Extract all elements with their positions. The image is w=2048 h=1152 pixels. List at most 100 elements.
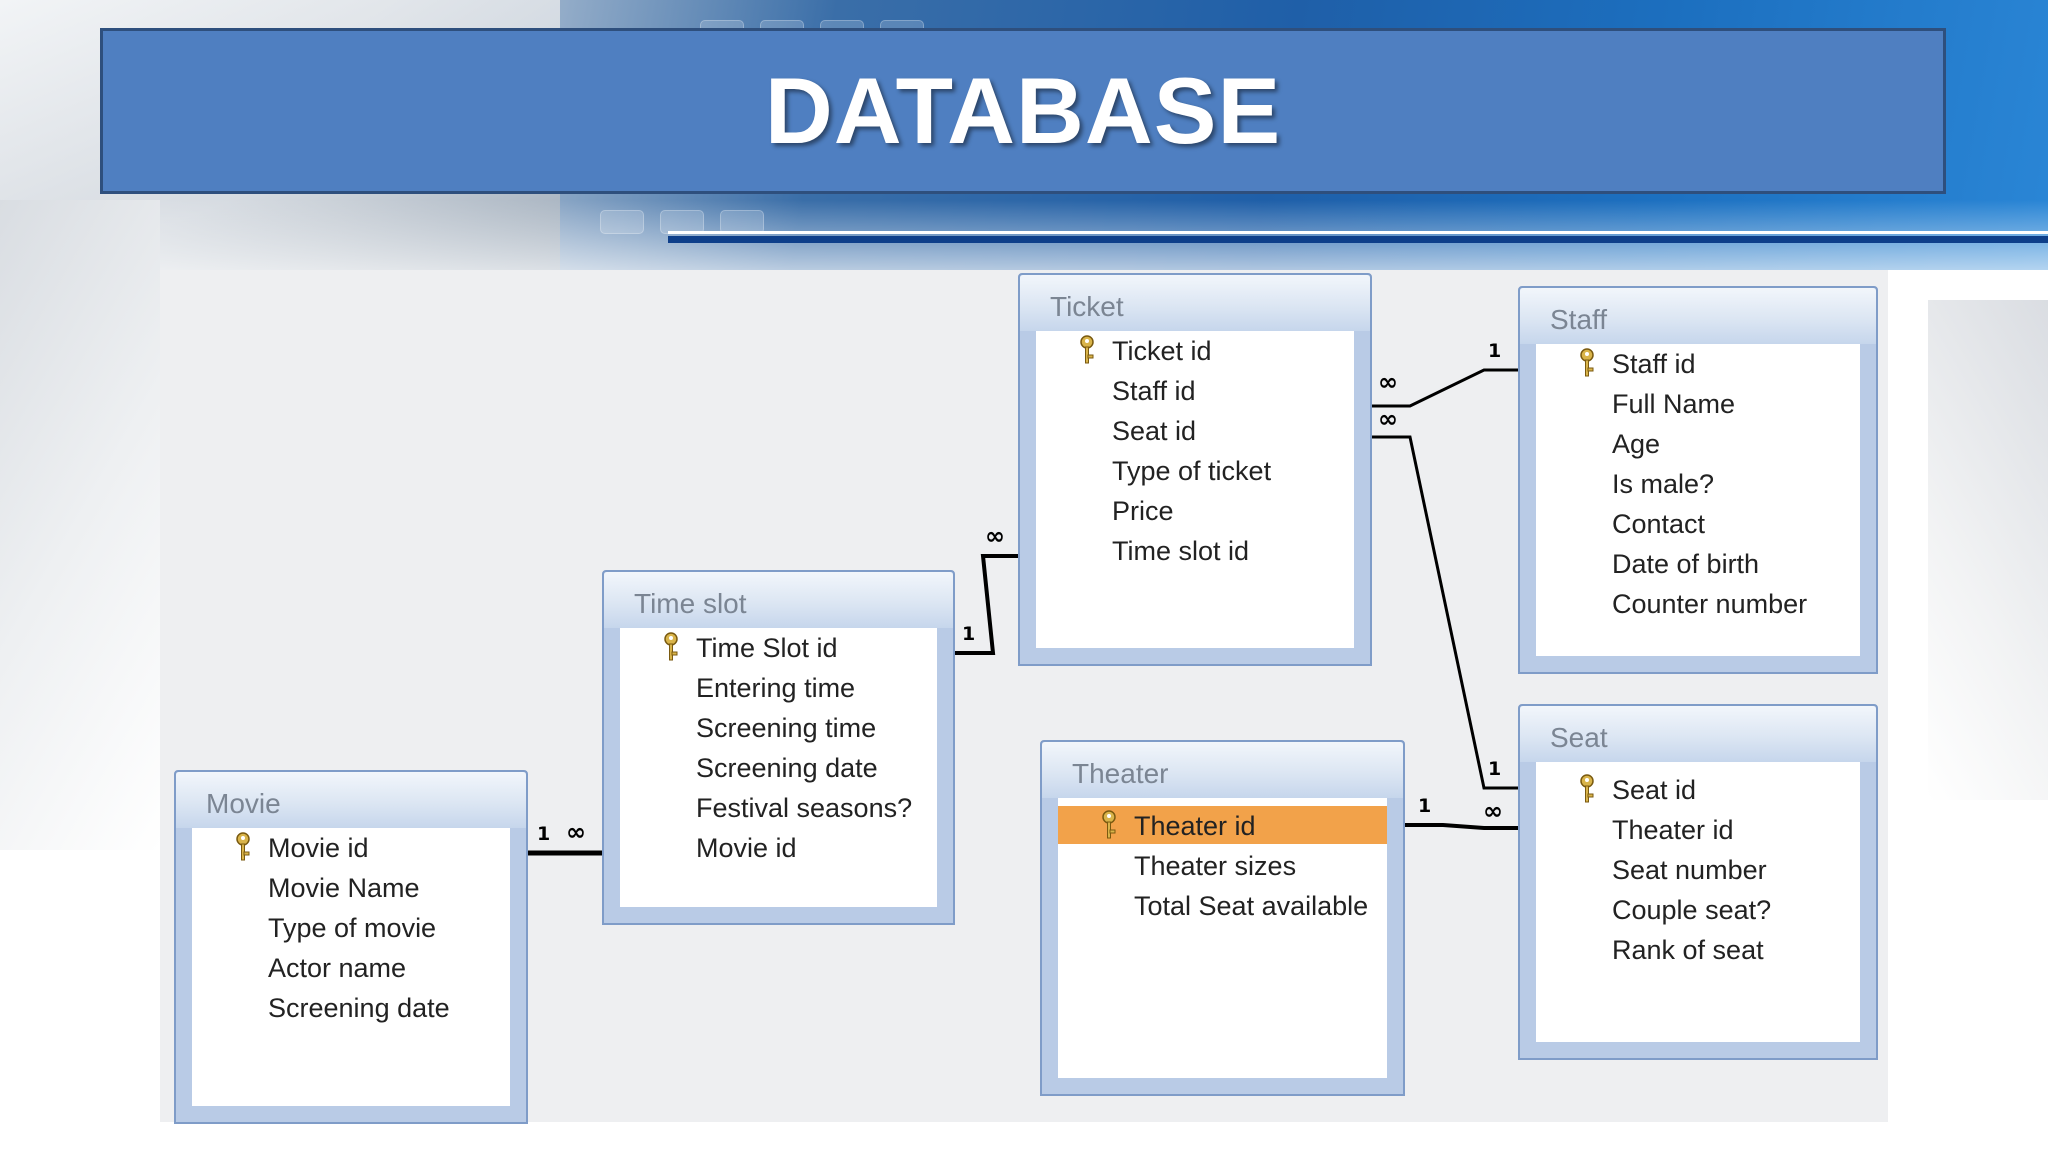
accent-line-highlight xyxy=(668,231,2048,234)
field-row[interactable]: Screening date xyxy=(620,748,937,786)
field-name: Time slot id xyxy=(1112,536,1250,566)
field-name: Movie id xyxy=(696,833,797,863)
field-row[interactable]: Screening date xyxy=(192,988,510,1026)
field-name: Is male? xyxy=(1612,469,1715,499)
field-name: Staff id xyxy=(1112,376,1196,406)
primary-key-icon xyxy=(236,832,250,861)
primary-key-icon xyxy=(1580,348,1594,377)
field-row[interactable]: Full Name xyxy=(1536,384,1860,422)
field-row[interactable]: Theater id xyxy=(1536,810,1860,848)
field-row[interactable]: Movie id xyxy=(192,828,510,866)
field-row[interactable]: Date of birth xyxy=(1536,544,1860,582)
field-name: Movie Name xyxy=(268,873,420,903)
field-name: Movie id xyxy=(268,833,369,863)
table-header[interactable]: Time slot xyxy=(604,572,953,628)
field-name: Contact xyxy=(1612,509,1706,539)
field-name: Seat id xyxy=(1612,775,1697,805)
field-row[interactable]: Type of ticket xyxy=(1036,451,1354,489)
field-row[interactable]: Type of movie xyxy=(192,908,510,946)
cardinality-one-label: 1 xyxy=(962,623,976,645)
field-row[interactable]: Seat id xyxy=(1036,411,1354,449)
field-list[interactable]: Ticket id Staff id Seat id Type of ticke… xyxy=(1036,331,1354,648)
field-list[interactable]: Theater id Theater sizes Total Seat avai… xyxy=(1058,798,1387,1078)
field-row[interactable]: Staff id xyxy=(1036,371,1354,409)
background-left-edge xyxy=(0,200,160,850)
table-header[interactable]: Staff xyxy=(1520,288,1876,344)
field-row[interactable]: Age xyxy=(1536,424,1860,462)
cardinality-one-label: 1 xyxy=(1488,340,1502,362)
accent-line xyxy=(668,236,2048,243)
table-ticket[interactable]: Ticket Ticket id Staff id Seat id Type o… xyxy=(1018,273,1372,666)
cardinality-many-label: ∞ xyxy=(985,522,1005,550)
field-name: Couple seat? xyxy=(1612,895,1772,925)
field-row[interactable]: Time Slot id xyxy=(620,628,937,666)
field-name: Date of birth xyxy=(1612,549,1760,579)
field-list[interactable]: Time Slot id Entering time Screening tim… xyxy=(620,628,937,907)
field-row-selected[interactable]: Theater id xyxy=(1058,806,1387,844)
table-title: Theater xyxy=(1072,758,1169,789)
field-row[interactable]: Movie Name xyxy=(192,868,510,906)
field-row[interactable]: Staff id xyxy=(1536,344,1860,382)
background-right-edge xyxy=(1928,300,2048,800)
field-name: Total Seat available xyxy=(1134,891,1369,921)
table-header[interactable]: Seat xyxy=(1520,706,1876,762)
field-name: Ticket id xyxy=(1112,336,1212,366)
table-staff[interactable]: Staff Staff id Full Name Age Is male? Co… xyxy=(1518,286,1878,674)
table-time-slot[interactable]: Time slot Time Slot id Entering time Scr… xyxy=(602,570,955,925)
field-row[interactable]: Time slot id xyxy=(1036,531,1354,569)
field-row[interactable]: Actor name xyxy=(192,948,510,986)
field-name: Type of ticket xyxy=(1112,456,1272,486)
primary-key-icon xyxy=(1102,810,1116,839)
field-list[interactable]: Staff id Full Name Age Is male? Contact … xyxy=(1536,344,1860,656)
field-list[interactable]: Seat id Theater id Seat number Couple se… xyxy=(1536,762,1860,1042)
primary-key-icon xyxy=(1580,774,1594,803)
table-title: Seat xyxy=(1550,722,1608,753)
cardinality-many-label: ∞ xyxy=(566,818,586,846)
field-name: Type of movie xyxy=(268,913,437,943)
field-row[interactable]: Rank of seat xyxy=(1536,930,1860,968)
field-name: Time Slot id xyxy=(696,633,838,663)
field-row[interactable]: Total Seat available xyxy=(1058,886,1387,924)
field-name: Staff id xyxy=(1612,349,1696,379)
field-row[interactable]: Screening time xyxy=(620,708,937,746)
field-list[interactable]: Movie id Movie Name Type of movie Actor … xyxy=(192,828,510,1106)
field-row[interactable]: Movie id xyxy=(620,828,937,866)
table-title: Ticket xyxy=(1050,291,1124,322)
field-row[interactable]: Festival seasons? xyxy=(620,788,937,826)
field-row[interactable]: Price xyxy=(1036,491,1354,529)
field-name: Entering time xyxy=(696,673,856,703)
field-row[interactable]: Couple seat? xyxy=(1536,890,1860,928)
field-name: Full Name xyxy=(1612,389,1736,419)
cardinality-many-label: ∞ xyxy=(1378,405,1398,433)
field-name: Festival seasons? xyxy=(696,793,913,823)
page-title: DATABASE xyxy=(764,58,1282,163)
field-name: Actor name xyxy=(268,953,407,983)
table-header[interactable]: Ticket xyxy=(1020,275,1370,331)
field-row[interactable]: Seat id xyxy=(1536,770,1860,808)
table-theater[interactable]: Theater Theater id Theater sizes Total S… xyxy=(1040,740,1405,1096)
table-header[interactable]: Movie xyxy=(176,772,526,828)
field-name: Seat id xyxy=(1112,416,1197,446)
table-title: Movie xyxy=(206,788,281,819)
field-row[interactable]: Ticket id xyxy=(1036,331,1354,369)
cardinality-many-label: ∞ xyxy=(1483,797,1503,825)
primary-key-icon xyxy=(664,632,678,661)
field-name: Screening date xyxy=(268,993,450,1023)
field-name: Screening time xyxy=(696,713,877,743)
cardinality-one-label: 1 xyxy=(1418,795,1432,817)
field-row[interactable]: Entering time xyxy=(620,668,937,706)
field-row[interactable]: Is male? xyxy=(1536,464,1860,502)
table-movie[interactable]: Movie Movie id Movie Name Type of movie … xyxy=(174,770,528,1124)
cardinality-one-label: 1 xyxy=(537,823,551,845)
field-row[interactable]: Counter number xyxy=(1536,584,1860,622)
field-row[interactable]: Theater sizes xyxy=(1058,846,1387,884)
cardinality-many-label: ∞ xyxy=(1378,368,1398,396)
table-header[interactable]: Theater xyxy=(1042,742,1403,798)
table-seat[interactable]: Seat Seat id Theater id Seat number Coup… xyxy=(1518,704,1878,1060)
table-title: Time slot xyxy=(634,588,747,619)
field-name: Price xyxy=(1112,496,1174,526)
field-row[interactable]: Seat number xyxy=(1536,850,1860,888)
field-row[interactable]: Contact xyxy=(1536,504,1860,542)
field-name: Theater id xyxy=(1134,811,1256,841)
field-name: Age xyxy=(1612,429,1661,459)
